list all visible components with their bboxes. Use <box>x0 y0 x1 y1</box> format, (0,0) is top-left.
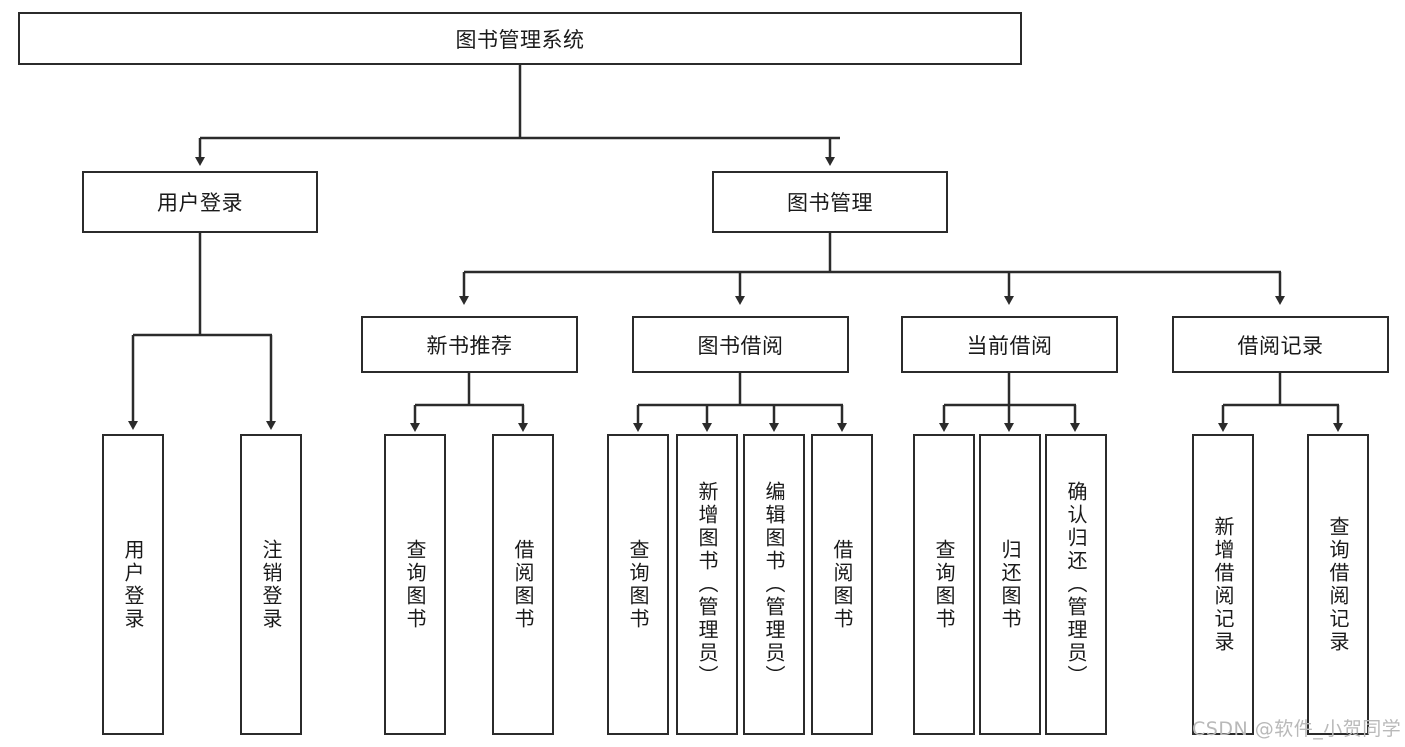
node-leaf-user-login-label: 用户登录 <box>121 538 145 631</box>
node-current-borrow[interactable]: 当前借阅 <box>901 316 1118 373</box>
node-leaf-borrow-book-2-label: 借阅图书 <box>830 538 854 631</box>
node-leaf-confirm-return-label: 确认归还（管理员） <box>1064 481 1088 688</box>
node-leaf-query-book-1-label: 查询图书 <box>403 538 427 631</box>
node-leaf-query-record-label: 查询借阅记录 <box>1326 515 1350 654</box>
node-leaf-add-record[interactable]: 新增借阅记录 <box>1192 434 1254 735</box>
node-leaf-return-book[interactable]: 归还图书 <box>979 434 1041 735</box>
node-leaf-query-book-3-label: 查询图书 <box>932 538 956 631</box>
node-root[interactable]: 图书管理系统 <box>18 12 1022 65</box>
node-user-login-label: 用户登录 <box>157 191 243 215</box>
node-leaf-edit-book-label: 编辑图书（管理员） <box>762 481 786 688</box>
node-leaf-borrow-book-1[interactable]: 借阅图书 <box>492 434 554 735</box>
node-leaf-edit-book[interactable]: 编辑图书（管理员） <box>743 434 805 735</box>
node-leaf-add-book[interactable]: 新增图书（管理员） <box>676 434 738 735</box>
node-new-book-recommend-label: 新书推荐 <box>426 333 513 358</box>
node-leaf-borrow-book-1-label: 借阅图书 <box>511 538 535 631</box>
node-leaf-user-logout-label: 注销登录 <box>259 538 283 631</box>
node-leaf-user-logout[interactable]: 注销登录 <box>240 434 302 735</box>
node-leaf-borrow-book-2[interactable]: 借阅图书 <box>811 434 873 735</box>
node-book-borrow-label: 图书借阅 <box>697 333 784 358</box>
node-leaf-add-book-label: 新增图书（管理员） <box>695 481 719 688</box>
node-leaf-query-book-1[interactable]: 查询图书 <box>384 434 446 735</box>
node-book-manage[interactable]: 图书管理 <box>712 171 948 233</box>
node-book-manage-label: 图书管理 <box>787 191 873 215</box>
node-borrow-record[interactable]: 借阅记录 <box>1172 316 1389 373</box>
node-root-label: 图书管理系统 <box>455 27 585 52</box>
node-borrow-record-label: 借阅记录 <box>1237 333 1324 358</box>
node-leaf-return-book-label: 归还图书 <box>998 538 1022 631</box>
node-leaf-query-record[interactable]: 查询借阅记录 <box>1307 434 1369 735</box>
node-leaf-query-book-2-label: 查询图书 <box>626 538 650 631</box>
node-user-login[interactable]: 用户登录 <box>82 171 318 233</box>
node-leaf-add-record-label: 新增借阅记录 <box>1211 515 1235 654</box>
node-book-borrow[interactable]: 图书借阅 <box>632 316 849 373</box>
node-leaf-user-login[interactable]: 用户登录 <box>102 434 164 735</box>
node-leaf-confirm-return[interactable]: 确认归还（管理员） <box>1045 434 1107 735</box>
node-new-book-recommend[interactable]: 新书推荐 <box>361 316 578 373</box>
node-current-borrow-label: 当前借阅 <box>966 333 1053 358</box>
node-leaf-query-book-3[interactable]: 查询图书 <box>913 434 975 735</box>
node-leaf-query-book-2[interactable]: 查询图书 <box>607 434 669 735</box>
